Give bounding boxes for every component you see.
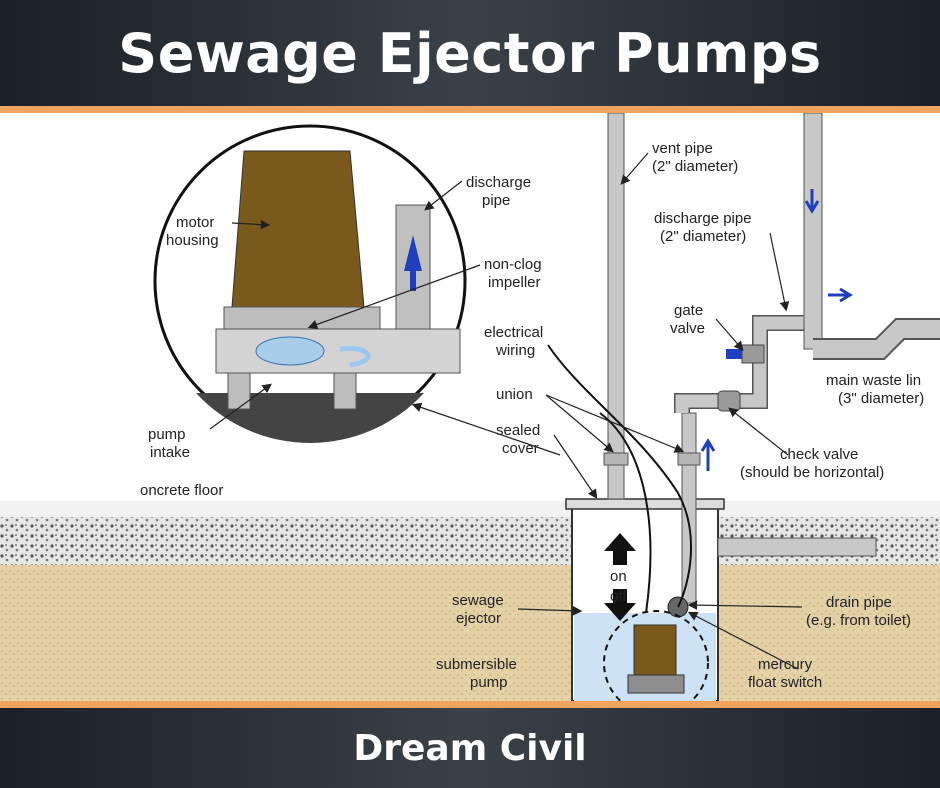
concrete-floor-label: oncrete floor bbox=[140, 482, 223, 499]
gate-valve-label-2: valve bbox=[670, 320, 705, 337]
sealed-cover-label-2: cover bbox=[502, 440, 539, 457]
pump-power-cord bbox=[599, 412, 652, 614]
discharge-pipe-run bbox=[675, 316, 810, 413]
non-clog-impeller-label-2: impeller bbox=[488, 274, 541, 291]
non-clog-impeller bbox=[255, 336, 325, 366]
drain-pipe bbox=[717, 537, 877, 557]
motor-housing-label-2: housing bbox=[166, 232, 219, 249]
discharge-pipe-size-label: (2" diameter) bbox=[660, 228, 746, 245]
electrical-wiring-label-2: wiring bbox=[495, 342, 535, 359]
main-waste-line bbox=[813, 320, 940, 358]
flow-arrow-down-icon bbox=[804, 189, 820, 214]
sewage-ejector-label-2: ejector bbox=[456, 610, 501, 627]
on-arrow-icon bbox=[604, 533, 636, 565]
gate-valve-label: gate bbox=[674, 302, 703, 319]
main-waste-stack bbox=[803, 113, 823, 350]
mercury-float-label: mercury bbox=[758, 656, 813, 673]
main-waste-size-label: (3" diameter) bbox=[838, 390, 924, 407]
electrical-wiring-label: electrical bbox=[484, 324, 543, 341]
inset-floor bbox=[196, 393, 424, 443]
electrical-wiring bbox=[547, 344, 693, 608]
motor-housing-label: motor bbox=[176, 214, 214, 231]
submersible-pump-label: submersible bbox=[436, 656, 517, 673]
union-fitting-discharge bbox=[677, 452, 701, 466]
gate-valve-handle bbox=[726, 349, 742, 359]
accent-stripe-top bbox=[0, 106, 940, 113]
flow-arrow-up-icon bbox=[700, 438, 716, 471]
submersible-pump-base bbox=[627, 674, 685, 694]
off-arrow-icon bbox=[604, 589, 636, 621]
discharge-pipe-label: discharge pipe bbox=[654, 210, 752, 227]
non-clog-impeller-label: non-clog bbox=[484, 256, 542, 273]
pump-leg-right bbox=[333, 372, 357, 410]
inset-discharge-label: discharge bbox=[466, 174, 531, 191]
flow-arrow-right-icon bbox=[828, 287, 853, 303]
motor-housing bbox=[231, 150, 365, 308]
title-banner: Sewage Ejector Pumps bbox=[0, 0, 940, 106]
check-valve bbox=[717, 390, 741, 412]
page-title: Sewage Ejector Pumps bbox=[118, 21, 822, 85]
vent-pipe-label: vent pipe bbox=[652, 140, 713, 157]
union-label: union bbox=[496, 386, 533, 403]
union-fitting-vent bbox=[603, 452, 629, 466]
submersible-pump-label-2: pump bbox=[470, 674, 508, 691]
flow-swirl bbox=[339, 345, 371, 368]
inset-discharge-label-2: pipe bbox=[482, 192, 510, 209]
sealed-cover-label: sealed bbox=[496, 422, 540, 439]
pump-intake-label-2: intake bbox=[150, 444, 190, 461]
submersible-pump-motor bbox=[633, 624, 677, 676]
on-label: on bbox=[610, 568, 627, 585]
off-label: off bbox=[610, 588, 627, 605]
pump-volute bbox=[215, 328, 461, 374]
inset-flow-up-icon bbox=[404, 235, 422, 291]
sewage-ejector-label: sewage bbox=[452, 592, 504, 609]
accent-stripe-bottom bbox=[0, 701, 940, 708]
sealed-cover bbox=[565, 498, 725, 510]
pump-intake-label: pump bbox=[148, 426, 186, 443]
vent-pipe bbox=[607, 113, 625, 500]
gate-valve bbox=[741, 344, 765, 364]
concrete-floor bbox=[0, 501, 940, 517]
mercury-float-label-2: float switch bbox=[748, 674, 822, 691]
drain-pipe-note-label: (e.g. from toilet) bbox=[806, 612, 911, 629]
check-valve-note-label: (should be horizontal) bbox=[740, 464, 884, 481]
pump-leg-left bbox=[227, 372, 251, 410]
check-valve-label: check valve bbox=[780, 446, 858, 463]
footer-banner: Dream Civil bbox=[0, 708, 940, 788]
drain-pipe-label: drain pipe bbox=[826, 594, 892, 611]
brand-name: Dream Civil bbox=[353, 727, 587, 769]
pump-callout-ring bbox=[603, 610, 709, 701]
soil-layer bbox=[0, 565, 940, 701]
main-waste-label: main waste lin bbox=[826, 372, 921, 389]
pump-diagram: on off bbox=[0, 113, 940, 701]
vent-pipe-size-label: (2" diameter) bbox=[652, 158, 738, 175]
